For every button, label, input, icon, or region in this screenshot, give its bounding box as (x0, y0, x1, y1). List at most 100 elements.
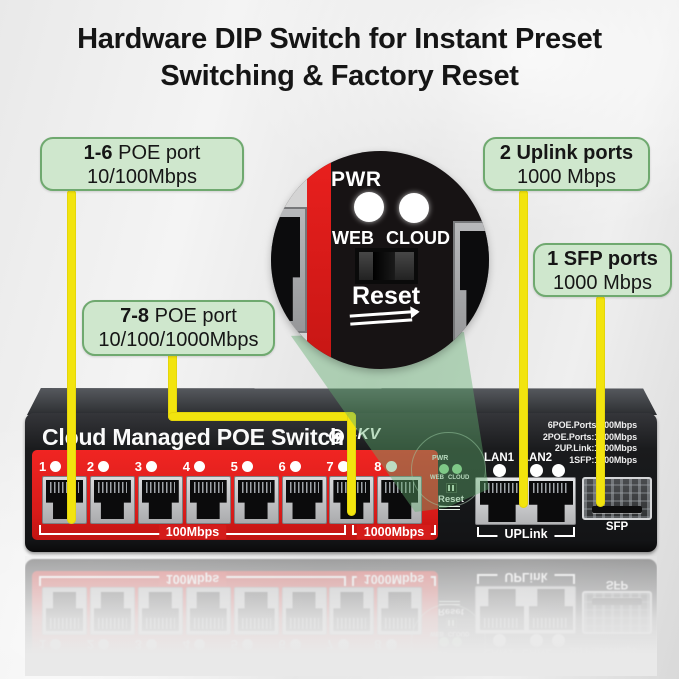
page-title: Hardware DIP Switch for Instant Preset S… (0, 21, 679, 95)
bracket-100mbps-label: 100Mbps (158, 524, 227, 539)
title-line-1: Hardware DIP Switch for Instant Preset (77, 23, 602, 55)
port-led (289, 461, 301, 472)
port-number: 3 (134, 637, 143, 652)
port-number: 5 (230, 637, 238, 652)
port-number-item: 4 (183, 459, 205, 474)
sfp-label: SFP (605, 578, 629, 590)
port-led (50, 639, 62, 650)
bracket-100mbps: 100Mbps (39, 572, 346, 587)
port-number: 7 (326, 459, 334, 474)
rj45-pins (289, 482, 319, 493)
callout-line2: 10/100/1000Mbps (98, 329, 259, 351)
port-led (146, 639, 158, 650)
callout-poe-1-6: 1-6 POE port 10/100Mbps (40, 137, 244, 191)
uplink-port-2 (529, 589, 573, 630)
rj45-port (137, 476, 183, 524)
title-line-2: Switching & Factory Reset (160, 60, 519, 92)
rj45-plug (94, 592, 131, 631)
cloud-led-label-small: CLOUD (448, 630, 470, 636)
rj45-port (89, 587, 135, 635)
web-led-small (439, 464, 449, 474)
rj45-pins (193, 618, 223, 629)
reflection: Cloud Managed POE Switch 4KV 6POE.Ports:… (25, 556, 657, 676)
rj45-port (329, 587, 375, 635)
rj45-port (281, 476, 327, 524)
switch-model-name: Cloud Managed POE Switch (42, 424, 344, 450)
connector-line-sfp (596, 295, 605, 507)
dip-switch-small (446, 483, 457, 493)
rj45-port (233, 476, 279, 524)
callout-sfp: 1 SFP ports 1000 Mbps (533, 243, 672, 297)
port-number-item: 1 (39, 637, 62, 652)
reset-label: Reset (352, 282, 421, 310)
cloud-led-small (452, 464, 462, 474)
connector-line-poe16 (67, 189, 76, 524)
sfp-label: SFP (605, 521, 629, 533)
rj45-port (42, 587, 87, 635)
lan1-led (493, 464, 506, 477)
callout-poe-7-8: 7-8 POE port 10/100/1000Mbps (82, 300, 275, 356)
connector-line-uplink (519, 189, 528, 508)
status-cluster-highlight-ring (411, 604, 486, 676)
lan2-label: LAN2 (522, 647, 553, 659)
spec-list: 6POE.Ports:100Mbps2POE.Ports:1000Mbps2UP… (543, 420, 637, 466)
port-number-item: 5 (231, 459, 253, 474)
rj45-pins (145, 482, 175, 493)
port-number: 4 (182, 637, 190, 652)
port-number: 1 (39, 459, 47, 474)
rj45-port (233, 587, 279, 635)
connector-line-poe78-horiz (168, 412, 356, 421)
port-number-item: 8 (374, 637, 397, 652)
callout-line: 1 SFP ports (535, 247, 670, 271)
surge-protection-label: 4KV (348, 426, 381, 443)
rj45-plug (142, 592, 179, 631)
lan1-led (493, 634, 506, 647)
rj45-port (185, 587, 231, 635)
rj45-plug (271, 217, 300, 321)
rj45-pins (50, 482, 79, 493)
reset-arrow-small (439, 506, 460, 510)
rj45-pins (533, 618, 569, 628)
rj45-pins (193, 482, 223, 493)
callout-line2: 1000 Mbps (517, 166, 616, 188)
uplink-port-2 (529, 481, 573, 522)
sfp-cage (582, 477, 652, 520)
port-led (98, 461, 110, 472)
port-number: 3 (134, 459, 143, 474)
rj45-pins (337, 618, 367, 629)
rj45-pins (533, 483, 569, 493)
cloud-led-small (452, 637, 462, 647)
port-number: 8 (374, 459, 382, 474)
rj45-pins (145, 618, 175, 629)
rj45-plug (460, 231, 489, 333)
spec-line: 2UP.Link:1000Mbps (543, 443, 637, 455)
spec-line: 6POE.Ports:100Mbps (547, 420, 637, 430)
bracket-1000mbps: 1000Mbps (352, 524, 436, 539)
red-panel-edge (307, 151, 331, 369)
switch-front-panel: Cloud Managed POE Switch 4KV 6POE.Ports:… (25, 413, 657, 552)
arrow-line-top (349, 309, 418, 318)
lan1-label: LAN1 (484, 452, 515, 464)
sfp-led (552, 634, 565, 647)
rj45-pins (385, 482, 415, 493)
port-number-item: 2 (87, 637, 110, 652)
bracket-uplink-label: UPLink (497, 570, 555, 585)
lan2-led (530, 464, 543, 477)
rj45-pins (50, 618, 79, 629)
spec-line: 2POE.Ports:1000Mbps (542, 669, 637, 677)
sfp-led (552, 464, 565, 477)
rj45-port (42, 476, 87, 524)
port-led (241, 461, 253, 472)
rj45-plug (333, 592, 370, 631)
lan1-label: LAN1 (484, 647, 515, 659)
rj45-pins (385, 618, 415, 629)
callout-bold: 1-6 (83, 142, 113, 164)
pwr-led-label-small: PWR (432, 455, 449, 462)
port-led (337, 461, 349, 472)
port-led (146, 461, 158, 472)
port-number-item: 5 (231, 637, 253, 652)
port-led (385, 461, 397, 472)
callout-line: 2 Uplink ports (485, 141, 648, 165)
rj45-port (377, 587, 423, 635)
